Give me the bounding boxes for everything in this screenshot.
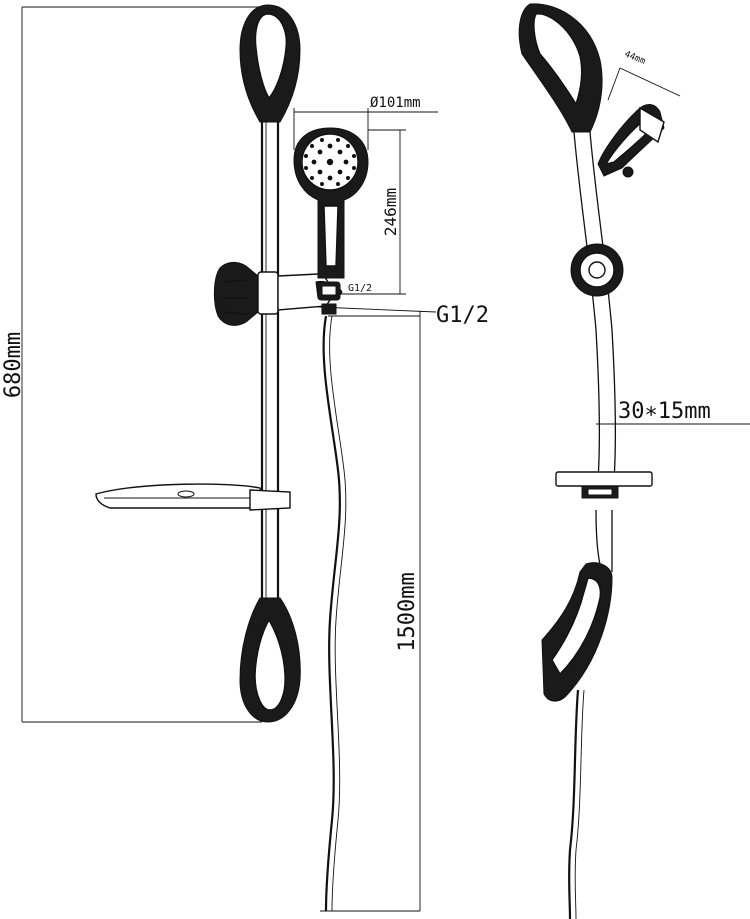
shower-hose — [322, 315, 347, 912]
slider-knob-side — [570, 243, 624, 297]
dimension-680: 680mm — [1, 6, 262, 723]
head-thickness-label: 44mm — [623, 50, 647, 67]
dimension-diameter: Ø101mm — [293, 95, 438, 150]
front-view: 680mm — [1, 4, 489, 912]
thread-small-label: G1/2 — [348, 283, 372, 294]
dimension-246: 246mm G1/2 — [340, 129, 406, 295]
dimension-30x15: 30∗15mm — [596, 399, 750, 425]
upper-wall-bracket — [239, 4, 301, 123]
rail-side — [573, 131, 616, 573]
hose-side — [568, 689, 585, 919]
rail-section-label: 30∗15mm — [618, 399, 711, 424]
total-height-label: 680mm — [1, 332, 26, 398]
head-length-label: 246mm — [381, 188, 400, 236]
hand-shower-head — [293, 127, 369, 301]
soap-dish — [95, 483, 291, 511]
side-view: 44mm 30∗15mm — [518, 3, 750, 919]
thread-large-label: G1/2 — [436, 303, 489, 328]
hose-length-label: 1500mm — [395, 572, 420, 651]
soap-dish-side — [555, 471, 653, 499]
head-diameter-label: Ø101mm — [370, 95, 421, 111]
hand-shower-side: 44mm — [597, 50, 681, 178]
upper-bracket-side — [518, 3, 603, 133]
lower-bracket-side — [541, 562, 613, 702]
hose-connection: G1/2 1500mm — [317, 303, 489, 912]
spray-nozzles — [304, 138, 356, 186]
lower-wall-bracket — [239, 597, 301, 723]
slide-rail — [260, 122, 280, 598]
